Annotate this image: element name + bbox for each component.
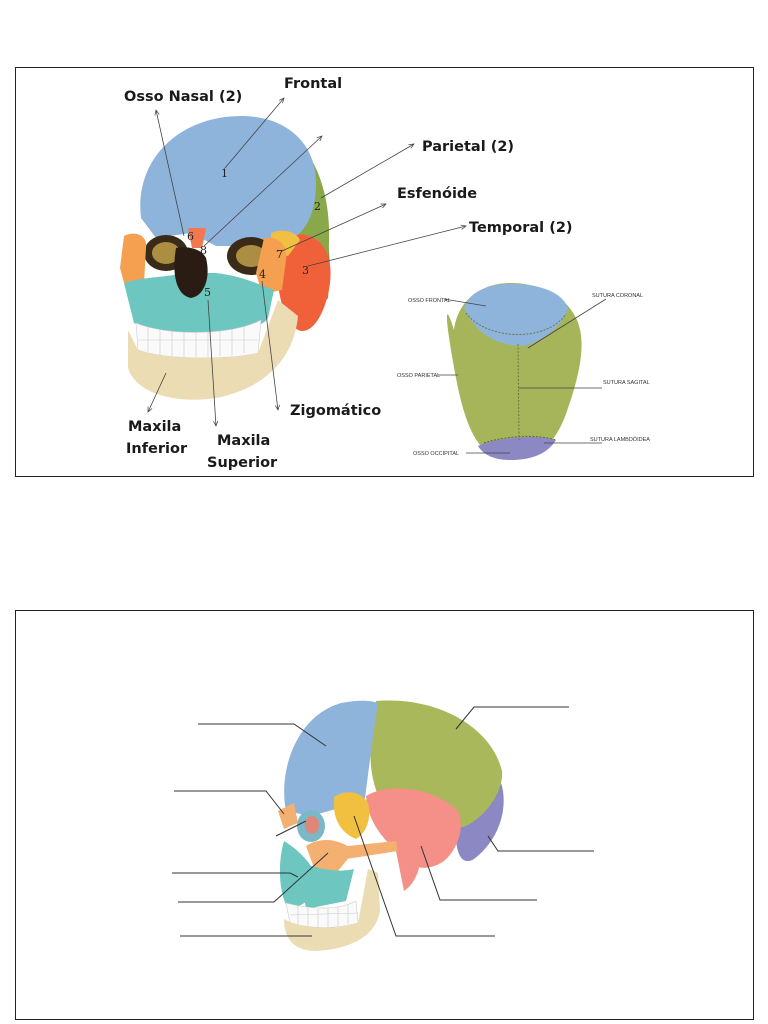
label-temporal: Temporal (2)	[469, 220, 573, 236]
temporal-bone	[366, 788, 461, 868]
label-esfenoide: Esfenóide	[397, 186, 477, 202]
zygomatic-bone-left	[120, 233, 147, 290]
skull-front-illustration	[120, 116, 331, 400]
label-sutura-coronal: SUTURA CORONAL	[592, 293, 643, 299]
skull-superior-view	[446, 283, 582, 460]
label-osso-frontal: OSSO FRONTAL	[408, 298, 451, 304]
label-sutura-lambdoidea: SUTURA LAMBDÓIDEA	[590, 436, 650, 443]
label-osso-nasal: Osso Nasal (2)	[124, 89, 242, 105]
label-maxila-superior-line1: Maxila	[217, 433, 270, 449]
maxilla-bone	[124, 273, 274, 335]
number-8: 8	[200, 244, 207, 257]
number-6: 6	[187, 230, 194, 243]
number-5: 5	[204, 286, 211, 299]
label-osso-parietal: OSSO PARIETAL	[397, 373, 440, 379]
label-maxila-inferior-line1: Maxila	[128, 419, 181, 435]
superior-view-leaders	[438, 298, 607, 454]
label-frontal: Frontal	[284, 76, 342, 92]
anterior-skull-panel: 1 2 3 4 5 6 7 8 Osso Nasal (2) Frontal P…	[15, 67, 754, 477]
temporal-bone	[278, 234, 331, 331]
mandible-bone	[284, 869, 380, 951]
number-1: 1	[221, 167, 228, 180]
bone-number-labels: 1 2 3 4 5 6 7 8	[187, 167, 321, 299]
mandible-bone	[128, 300, 298, 400]
frontal-bone	[284, 700, 378, 816]
number-7: 7	[276, 248, 283, 261]
label-parietal: Parietal (2)	[422, 139, 514, 155]
label-maxila-superior-line2: Superior	[207, 455, 278, 471]
frontal-bone	[140, 116, 316, 246]
number-4: 4	[259, 268, 266, 281]
zygomatic-bone-right	[256, 237, 287, 294]
lateral-skull-diagram	[172, 700, 594, 951]
number-2: 2	[314, 200, 321, 213]
sphenoid-bone	[333, 792, 370, 839]
nasal-bone	[188, 228, 206, 248]
label-sutura-sagital: SUTURA SAGITAL	[603, 380, 650, 386]
label-zigomatico: Zigomático	[290, 403, 381, 419]
anterior-skull-diagram: 1 2 3 4 5 6 7 8 Osso Nasal (2) Frontal P…	[120, 76, 650, 471]
superior-frontal	[464, 284, 568, 346]
superior-occipital	[478, 437, 556, 460]
pointer-arrows	[148, 98, 466, 426]
blank-leader-lines	[172, 706, 594, 937]
skull-lateral-illustration	[278, 700, 504, 951]
lateral-skull-panel	[15, 610, 754, 1020]
nasal-bone	[278, 803, 298, 829]
label-osso-occipital: OSSO OCCIPITAL	[413, 451, 459, 457]
label-maxila-inferior-line2: Inferior	[126, 441, 188, 457]
number-3: 3	[302, 264, 309, 277]
